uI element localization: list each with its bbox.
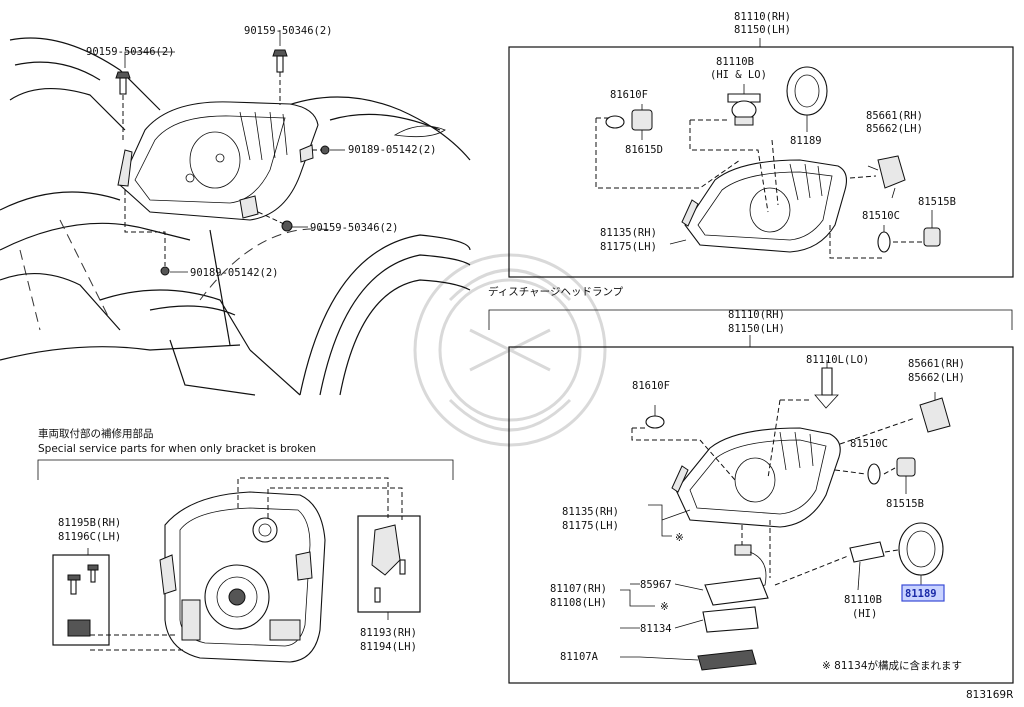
- halogen-headlamp-assembly: [508, 38, 1014, 278]
- label-81610f-lower[interactable]: 81610F: [632, 380, 670, 392]
- label-81135-upper[interactable]: 81135(RH): [600, 227, 657, 239]
- label-81107-rh[interactable]: 81107(RH): [550, 583, 607, 595]
- asterisk-mark-2: ※: [660, 601, 669, 613]
- label-81110b[interactable]: 81110B: [716, 56, 754, 68]
- label-85967[interactable]: 85967: [640, 579, 672, 591]
- label-81195b-rh[interactable]: 81195B(RH): [58, 517, 121, 529]
- label-81134[interactable]: 81134: [640, 623, 672, 635]
- bracket-section-title-jp: 車両取付部の補修用部品: [38, 427, 154, 440]
- label-90189-05142-a[interactable]: 90189-05142(2): [348, 144, 437, 156]
- label-81110l-lo[interactable]: 81110L(LO): [806, 354, 869, 366]
- label-81135-lower[interactable]: 81135(RH): [562, 506, 619, 518]
- label-81175-upper[interactable]: 81175(LH): [600, 241, 657, 253]
- label-90189-05142-b[interactable]: 90189-05142(2): [190, 267, 279, 279]
- bracket-section-title-en: Special service parts for when only brac…: [38, 443, 316, 455]
- label-81150-lh[interactable]: 81150(LH): [734, 24, 791, 36]
- asterisk-mark-1: ※: [675, 532, 684, 544]
- highlight-81189[interactable]: [901, 584, 945, 602]
- watermark: [413, 253, 607, 447]
- label-81110-rh[interactable]: 81110(RH): [734, 11, 791, 23]
- label-81108-lh[interactable]: 81108(LH): [550, 597, 607, 609]
- label-81515b-lower[interactable]: 81515B: [886, 498, 924, 510]
- diagram-number: 813169R: [966, 689, 1013, 701]
- vehicle-front-view: [0, 30, 471, 396]
- footnote-81134: ※ 81134が構成に含まれます: [822, 659, 962, 672]
- label-81150-lh-lower[interactable]: 81150(LH): [728, 323, 785, 335]
- label-81110b-hi[interactable]: 81110B: [844, 594, 882, 606]
- label-81175-lower[interactable]: 81175(LH): [562, 520, 619, 532]
- discharge-section-title: ディスチャージヘッドランプ: [488, 285, 624, 298]
- label-81110-rh-lower[interactable]: 81110(RH): [728, 309, 785, 321]
- discharge-headlamp-assembly: [488, 309, 1014, 684]
- label-81610f-upper[interactable]: 81610F: [610, 89, 648, 101]
- label-81189-upper[interactable]: 81189: [790, 135, 822, 147]
- label-81194-lh[interactable]: 81194(LH): [360, 641, 417, 653]
- label-85661-lower[interactable]: 85661(RH): [908, 358, 965, 370]
- label-90159-50346-a[interactable]: 90159-50346(2): [86, 46, 175, 58]
- bracket-service-parts: [37, 459, 454, 663]
- label-81515b-upper[interactable]: 81515B: [918, 196, 956, 208]
- label-85661-upper[interactable]: 85661(RH): [866, 110, 923, 122]
- label-90159-50346-b[interactable]: 90159-50346(2): [244, 25, 333, 37]
- label-hi-lo: (HI & LO): [710, 69, 767, 81]
- label-81107a[interactable]: 81107A: [560, 651, 599, 663]
- label-81193-rh[interactable]: 81193(RH): [360, 627, 417, 639]
- label-90159-50346-c[interactable]: 90159-50346(2): [310, 222, 399, 234]
- label-85662-lower[interactable]: 85662(LH): [908, 372, 965, 384]
- label-81189-highlighted[interactable]: 81189: [905, 588, 937, 600]
- label-81510c-upper[interactable]: 81510C: [862, 210, 900, 222]
- label-hi: (HI): [852, 608, 877, 620]
- label-81510c-lower[interactable]: 81510C: [850, 438, 888, 450]
- label-81196c-lh[interactable]: 81196C(LH): [58, 531, 121, 543]
- label-85662-upper[interactable]: 85662(LH): [866, 123, 923, 135]
- label-81615d[interactable]: 81615D: [625, 144, 663, 156]
